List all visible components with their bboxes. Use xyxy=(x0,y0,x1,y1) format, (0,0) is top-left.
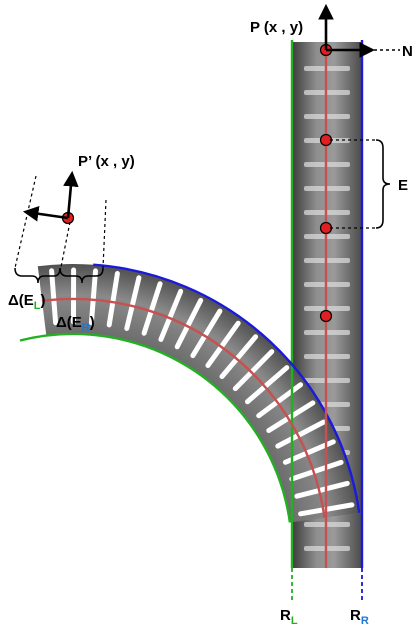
curved-slot xyxy=(232,349,275,392)
curved-slot xyxy=(158,288,184,342)
curved-slot xyxy=(219,334,259,379)
left-edge-arc xyxy=(19,332,292,523)
label-delta-el: Δ(EL) xyxy=(8,292,46,312)
straight-segment-slots xyxy=(304,66,350,551)
label-rr-main: R xyxy=(350,607,361,624)
label-delta-el-sub: L xyxy=(34,300,41,312)
label-delta-er-main: Δ(E xyxy=(56,314,82,331)
label-delta-er: Δ(ER) xyxy=(56,314,95,334)
point-2 xyxy=(319,133,333,147)
curved-segment-slots xyxy=(49,267,355,517)
e-brace xyxy=(375,139,391,229)
curved-slot xyxy=(256,382,304,419)
curved-slot xyxy=(106,271,120,328)
curved-slot xyxy=(124,275,142,331)
axes-p-prime xyxy=(22,170,79,222)
curved-slot xyxy=(49,268,59,326)
edge-lines xyxy=(19,40,364,602)
label-rr-sub: R xyxy=(361,615,369,627)
label-delta-el-main: Δ(E xyxy=(8,292,34,309)
label-rl-sub: L xyxy=(291,615,298,627)
label-p-prime: P’ (x , y) xyxy=(78,153,135,170)
delta-braces xyxy=(14,175,107,284)
axes-p xyxy=(318,3,400,58)
delta-dash-mid xyxy=(59,221,71,273)
curved-segment xyxy=(37,264,360,523)
point-4 xyxy=(319,309,333,323)
label-delta-el-close: ) xyxy=(41,292,46,309)
label-rr: RR xyxy=(350,607,369,627)
curved-slot xyxy=(294,480,350,499)
label-p: P (x , y) xyxy=(250,19,303,36)
curved-slot xyxy=(245,365,290,405)
curved-slot xyxy=(174,297,204,350)
label-e: E xyxy=(398,177,408,194)
axis-p-prime-left-arrow xyxy=(22,206,69,222)
delta-el-brace xyxy=(14,267,61,284)
label-delta-er-close: ) xyxy=(90,314,95,331)
curved-slot xyxy=(205,320,241,368)
delta-er-brace xyxy=(59,267,104,284)
curved-centerline xyxy=(41,297,326,518)
point-3 xyxy=(319,221,333,235)
curved-segment-body xyxy=(37,264,360,523)
curved-slot xyxy=(190,308,223,359)
delta-dash-inner xyxy=(102,199,107,269)
label-delta-er-sub: R xyxy=(82,322,90,334)
axis-p-prime-up-arrow xyxy=(63,170,79,219)
labels: P (x , y) P’ (x , y) N E Δ(EL) Δ(ER) RL … xyxy=(8,19,413,627)
delta-dash-outer xyxy=(14,175,37,269)
e-spacing-brace xyxy=(330,139,391,229)
curved-slot xyxy=(275,419,327,449)
curved-slot xyxy=(141,281,163,336)
curved-slot xyxy=(88,268,98,326)
label-rl: RL xyxy=(280,607,298,627)
label-n: N xyxy=(402,43,413,60)
curved-slot xyxy=(289,459,344,482)
right-edge-arc xyxy=(93,263,361,513)
label-rl-main: R xyxy=(280,607,291,624)
